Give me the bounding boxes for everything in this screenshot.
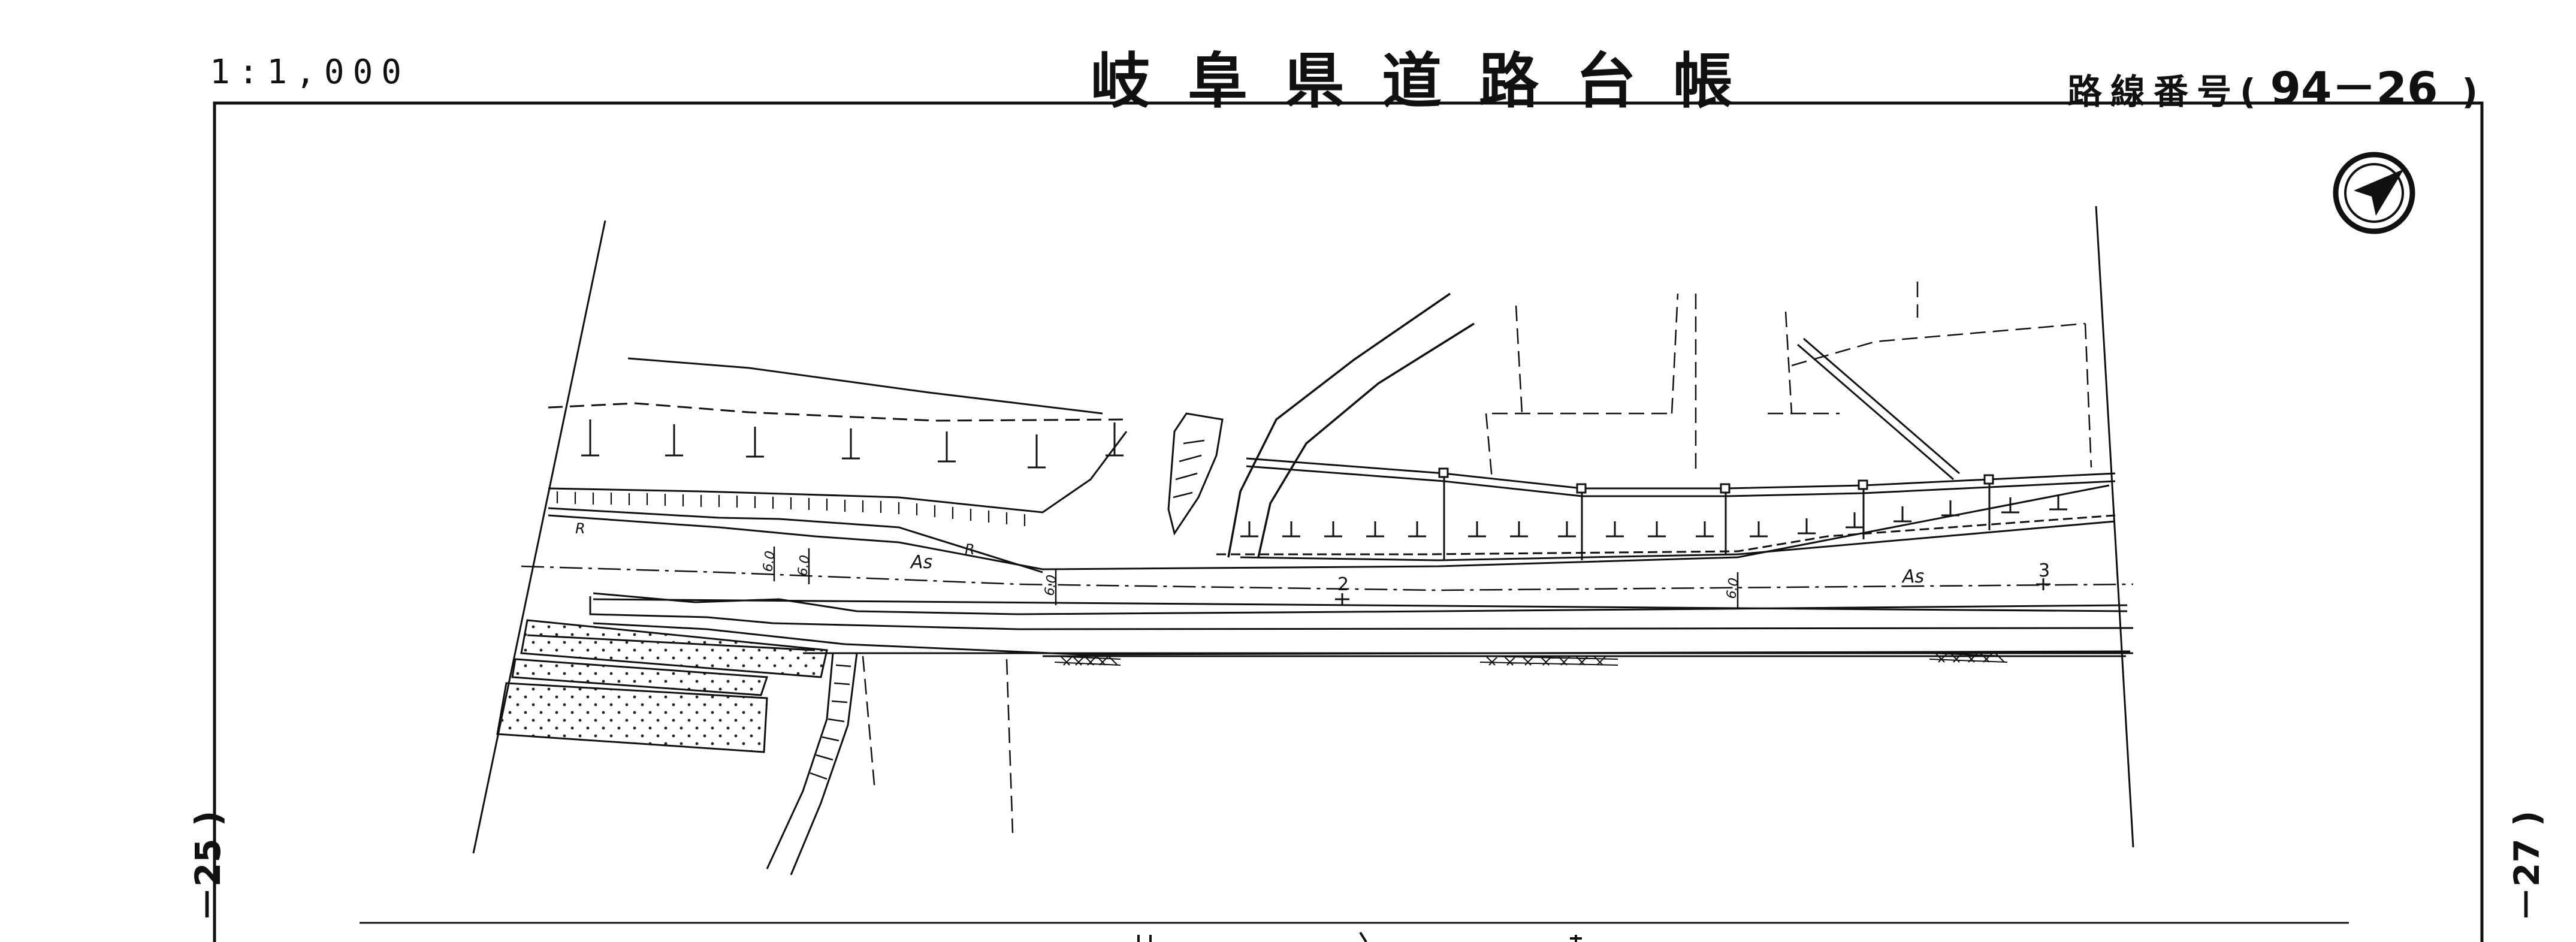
fan-structure — [1167, 412, 1224, 536]
station-label-2: 2 — [1337, 574, 1349, 595]
map-scale: 1:1,000 — [210, 53, 410, 92]
fan-hatch — [1173, 439, 1205, 499]
curb-label-left: R — [575, 520, 585, 537]
width-label-1: 6.0 — [760, 550, 778, 573]
fence-posts — [1438, 467, 1994, 494]
road-shoulder-strips — [1054, 653, 2008, 666]
embankment-upper-left — [548, 357, 1128, 573]
lower-stream — [766, 653, 858, 875]
retaining-symbols-upper — [581, 419, 1124, 469]
curb-label-mid: R — [965, 541, 975, 558]
station-ticks — [1335, 578, 2050, 605]
fence-line — [1240, 337, 2116, 561]
lower-stream-hatch — [810, 664, 851, 780]
road-label-as-right: As — [1901, 566, 1924, 587]
branch-road — [1227, 292, 1475, 558]
route-number-close: ) — [2462, 71, 2478, 112]
property-lines — [1485, 282, 2092, 480]
width-label-4: 6.0 — [1724, 577, 1742, 600]
right-bank — [1216, 514, 2116, 555]
road-label-as-left: As — [910, 552, 932, 573]
station-label-3: 3 — [2039, 560, 2050, 581]
embankment-hatching — [556, 491, 1026, 526]
route-number-block: 路線番号(94－26) — [2067, 53, 2478, 117]
north-arrow-icon — [2333, 152, 2415, 234]
boundary-right — [2095, 206, 2134, 848]
width-dimension-marks — [773, 547, 1739, 608]
lower-property-lines — [862, 656, 1014, 834]
lower-left-parcels — [496, 619, 828, 753]
retaining-symbols-right — [1240, 494, 2067, 538]
centerline — [521, 565, 2134, 591]
route-number-value: 94－26 — [2270, 63, 2438, 114]
map-frame — [213, 101, 2484, 942]
lane-outline — [589, 596, 2134, 630]
width-label-3: 6.0 — [1042, 574, 1060, 597]
boundary-left — [472, 220, 606, 854]
route-number-label: 路線番号( — [2067, 71, 2264, 112]
width-label-2: 6.0 — [795, 554, 813, 577]
bottom-cropped-text — [1137, 931, 1582, 942]
